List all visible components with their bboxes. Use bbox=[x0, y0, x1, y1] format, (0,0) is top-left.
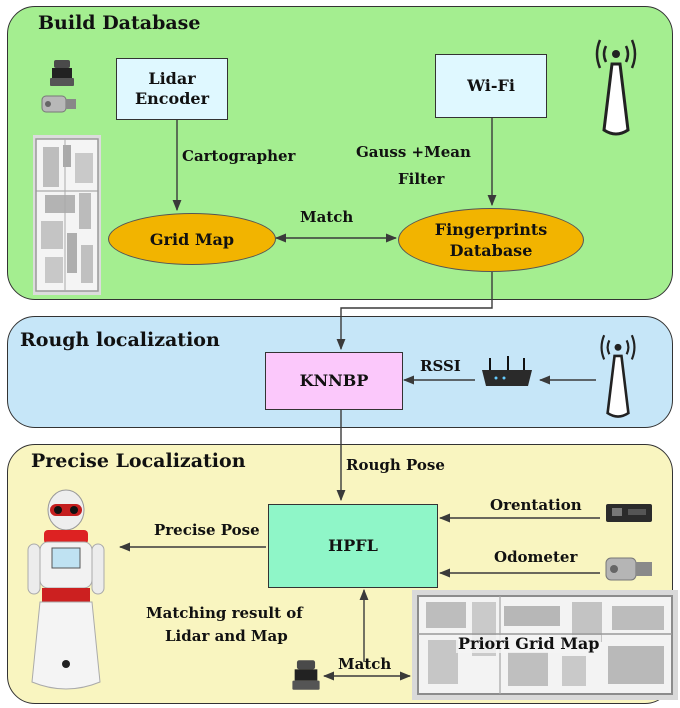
cartographer-label: Cartographer bbox=[182, 147, 296, 165]
wifi-box: Wi-Fi bbox=[435, 54, 547, 118]
service-robot-icon bbox=[27, 489, 105, 690]
lidar-sensor-icon bbox=[50, 60, 74, 86]
encoder-label: Encoder bbox=[134, 89, 210, 108]
match-top-label: Match bbox=[300, 208, 354, 226]
rough-antenna-icon bbox=[600, 334, 636, 418]
imu-sensor-icon bbox=[606, 504, 652, 522]
lidar-label: Lidar bbox=[148, 69, 196, 88]
router-icon bbox=[482, 356, 532, 386]
matching-result-label-line1: Matching result of bbox=[146, 604, 303, 622]
database-label: Database bbox=[449, 241, 533, 260]
grid-map-node: Grid Map bbox=[108, 213, 276, 265]
rough-localization-title: Rough localization bbox=[20, 329, 220, 351]
database-to-knnbp-arrow bbox=[336, 272, 493, 351]
gauss-mean-label: Gauss +Mean bbox=[356, 143, 471, 161]
odometer-motor-icon bbox=[605, 557, 652, 581]
fingerprints-label: Fingerprints bbox=[434, 220, 548, 239]
match-bottom-label: Match bbox=[338, 655, 392, 673]
fingerprints-database-node: Fingerprints Database bbox=[398, 208, 584, 272]
rssi-label: RSSI bbox=[420, 357, 461, 375]
encoder-motor-icon bbox=[41, 95, 76, 113]
knnbp-box: KNNBP bbox=[265, 352, 403, 410]
lidar-bottom-icon bbox=[292, 660, 320, 690]
odometer-label: Odometer bbox=[494, 548, 578, 566]
wifi-label: Wi-Fi bbox=[467, 76, 515, 95]
priori-grid-map-label: Priori Grid Map bbox=[456, 634, 602, 653]
precise-pose-label: Precise Pose bbox=[154, 521, 260, 539]
build-database-title: Build Database bbox=[38, 12, 201, 34]
filter-label: Filter bbox=[398, 170, 445, 188]
matching-result-label-line2: Lidar and Map bbox=[165, 627, 288, 645]
hpfl-box: HPFL bbox=[268, 504, 438, 588]
hpfl-label: HPFL bbox=[328, 536, 378, 555]
orientation-label: Orentation bbox=[490, 496, 582, 514]
wifi-antenna-icon bbox=[595, 39, 637, 136]
lidar-encoder-box: Lidar Encoder bbox=[116, 58, 228, 120]
grid-map-thumbnail bbox=[33, 135, 101, 295]
knnbp-label: KNNBP bbox=[299, 371, 369, 390]
grid-map-label: Grid Map bbox=[149, 229, 235, 249]
precise-localization-title: Precise Localization bbox=[31, 450, 246, 472]
rough-pose-label: Rough Pose bbox=[346, 456, 445, 474]
